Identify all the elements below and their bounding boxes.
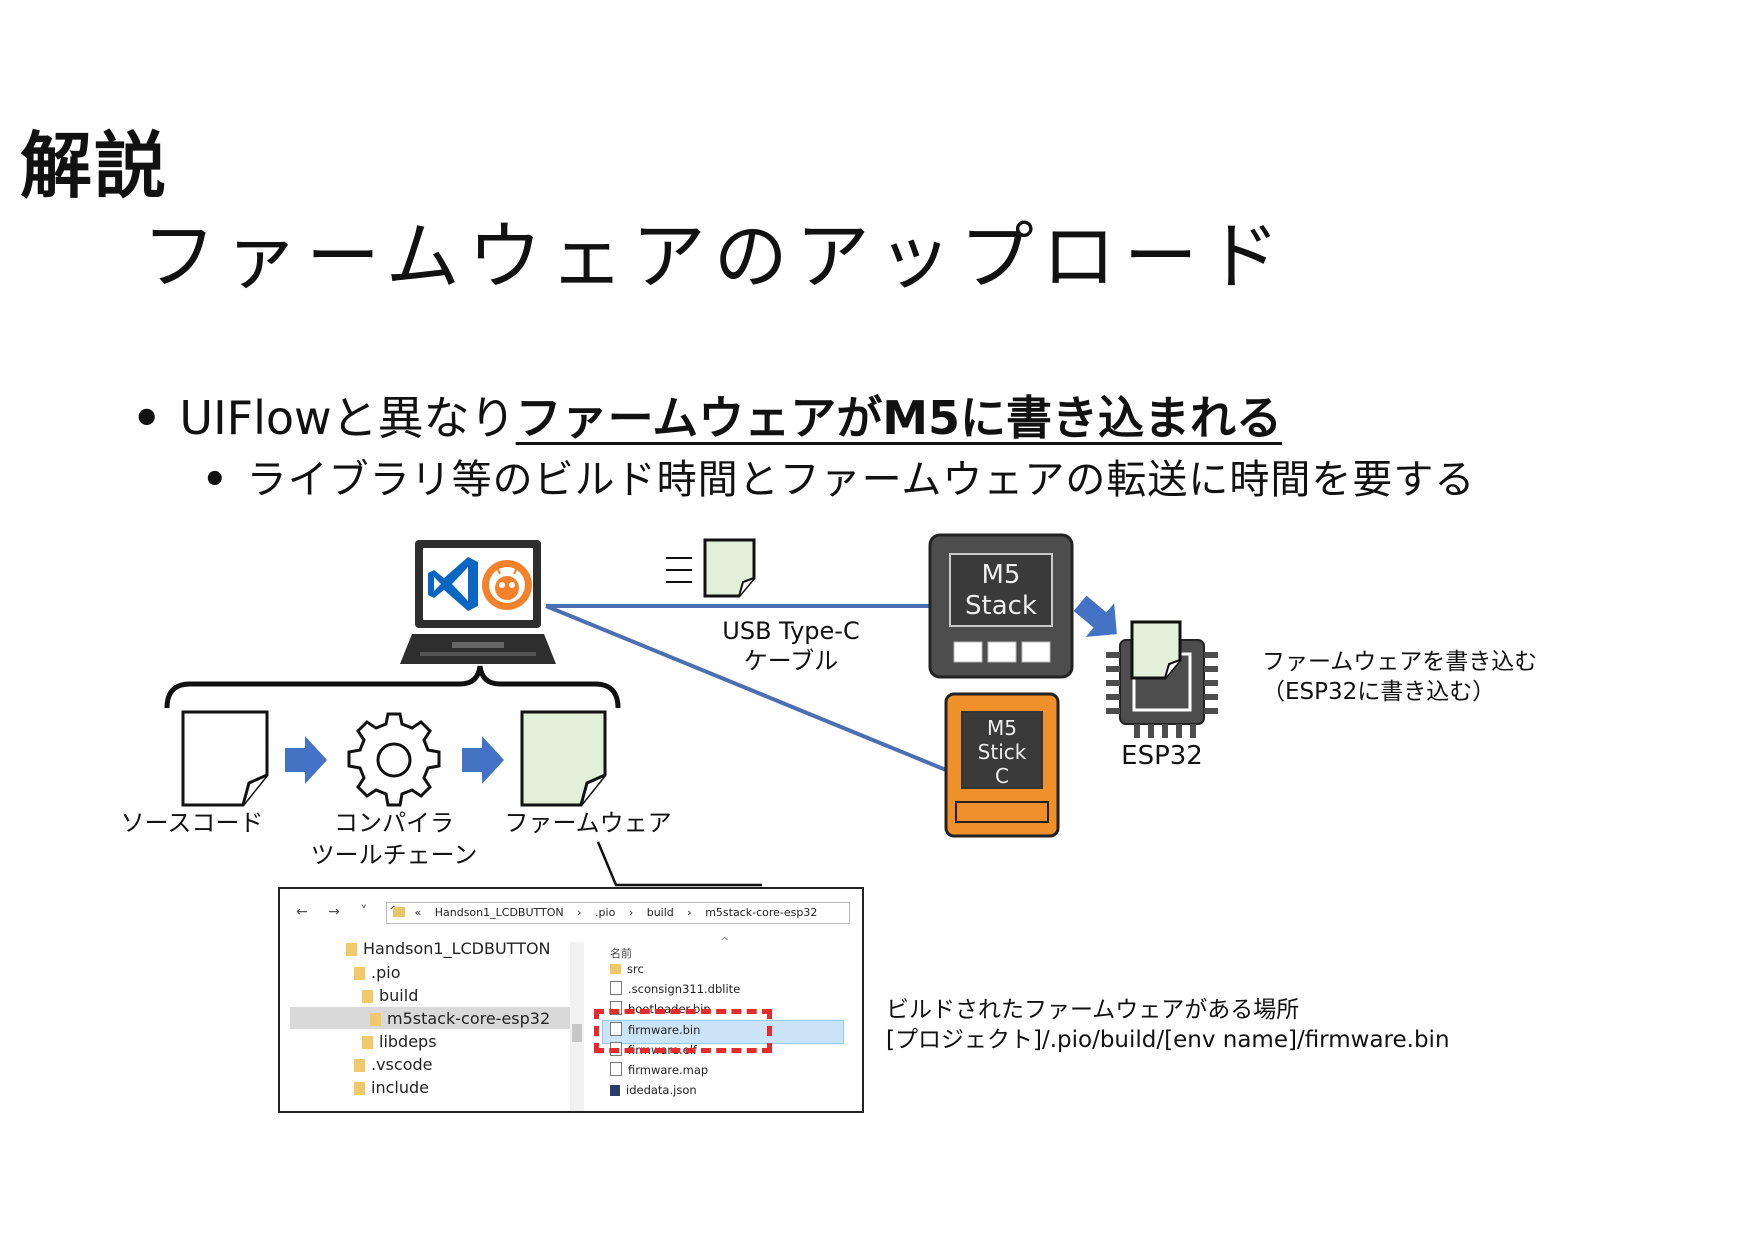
tree-item[interactable]: build: [362, 986, 418, 1006]
tree-selected-row: [290, 1007, 570, 1029]
file-icon: [610, 1022, 622, 1036]
path-segment[interactable]: m5stack-core-esp32: [705, 906, 818, 919]
slide-title: ファームウェアのアップロード: [142, 214, 1288, 300]
bullet-dot: •: [202, 457, 229, 503]
firmware-transfer-icon: [666, 538, 756, 598]
folder-icon: [393, 907, 405, 917]
file-item[interactable]: .sconsign311.dblite: [610, 979, 740, 999]
sort-caret-icon: ^: [720, 935, 730, 948]
firmware-highlight-box: [594, 1009, 772, 1053]
arrow-icon: [462, 736, 504, 784]
m5stickc-label-line1: M5: [987, 716, 1017, 740]
selected-file-row: [602, 1020, 844, 1044]
path-separator: ›: [628, 906, 634, 919]
file-item[interactable]: firmware.map: [610, 1060, 708, 1080]
file-explorer-screenshot: ← → ˅ ↑ « Handson1_LCDBUTTON › .pio › bu…: [278, 887, 864, 1113]
tree-item[interactable]: m5stack-core-esp32: [370, 1009, 550, 1029]
folder-icon: [362, 1036, 373, 1049]
arrow-icon: [285, 736, 327, 784]
label-firmware: ファームウェア: [504, 809, 672, 837]
path-segment[interactable]: Handson1_LCDBUTTON: [434, 906, 564, 919]
path-separator: ›: [577, 906, 582, 919]
tree-item[interactable]: include: [354, 1078, 429, 1098]
write-arrow-icon: [1073, 595, 1117, 637]
file-icon: [610, 1062, 622, 1076]
label-source-code: ソースコード: [120, 809, 264, 837]
tree-item[interactable]: Handson1_LCDBUTTON: [346, 939, 551, 959]
bullet-2: • ライブラリ等のビルド時間とファームウェアの転送に時間を要する: [202, 460, 1475, 500]
folder-icon: [610, 964, 621, 974]
cable-to-m5stickc: [545, 604, 947, 772]
m5stickc-label-line3: C: [995, 764, 1009, 788]
address-bar: ← → ˅ ↑ « Handson1_LCDBUTTON › .pio › bu…: [280, 889, 862, 924]
label-cable-line2: ケーブル: [743, 647, 839, 675]
tree-item[interactable]: .pio: [354, 963, 400, 983]
write-note-line2: （ESP32に書き込む）: [1262, 679, 1496, 705]
file-icon: [610, 981, 622, 995]
bullet-1-emphasis: ファームウェアがM5に書き込まれる: [515, 391, 1283, 445]
callout-pointer: [596, 841, 762, 887]
file-item[interactable]: src: [610, 959, 644, 979]
m5stack-label-line2: Stack: [965, 591, 1037, 621]
bullet-1-prefix: UIFlowと異なり: [179, 391, 516, 445]
m5stickc-label-line2: Stick: [977, 740, 1027, 764]
vscode-icon: [428, 557, 478, 611]
folder-icon: [354, 967, 365, 980]
location-note-line2: [プロジェクト]/.pio/build/[env name]/firmware.…: [886, 1027, 1450, 1053]
m5stack-label-line1: M5: [981, 560, 1021, 590]
path-segment[interactable]: .pio: [595, 906, 616, 919]
firmware-doc-icon: [520, 710, 607, 807]
folder-icon: [370, 1013, 381, 1026]
m5stack-device: [928, 533, 1074, 679]
platformio-icon: [482, 560, 532, 610]
label-esp32: ESP32: [1121, 741, 1203, 771]
path-segment: «: [414, 906, 422, 919]
path-separator: ›: [687, 906, 692, 919]
tree-item[interactable]: libdeps: [362, 1032, 437, 1052]
esp32-chip-icon: [1106, 620, 1218, 738]
path-segment[interactable]: build: [646, 906, 674, 919]
tree-item[interactable]: .vscode: [354, 1055, 432, 1075]
label-compiler-line1: コンパイラ: [334, 809, 454, 837]
source-code-doc-icon: [181, 710, 269, 807]
folder-icon: [346, 943, 357, 956]
label-compiler-line2: ツールチェーン: [310, 841, 478, 869]
bullet-dot: •: [132, 391, 162, 445]
column-header-name[interactable]: 名前: [610, 947, 632, 960]
folder-icon: [354, 1082, 365, 1095]
write-note-line1: ファームウェアを書き込む: [1262, 649, 1538, 675]
slide-heading: 解説: [20, 124, 169, 208]
location-note-line1: ビルドされたファームウェアがある場所: [886, 997, 1300, 1023]
label-cable-line1: USB Type-C: [722, 617, 860, 645]
json-file-icon: [610, 1085, 620, 1096]
folder-icon: [362, 990, 373, 1003]
address-path[interactable]: « Handson1_LCDBUTTON › .pio › build › m5…: [386, 902, 850, 924]
file-item[interactable]: idedata.json: [610, 1080, 697, 1100]
bullet-2-text: ライブラリ等のビルド時間とファームウェアの転送に時間を要する: [246, 457, 1476, 503]
scrollbar-thumb[interactable]: [572, 1024, 582, 1042]
file-item-firmware-bin[interactable]: firmware.bin: [610, 1020, 700, 1040]
nav-buttons[interactable]: ← → ˅ ↑: [296, 904, 408, 920]
grouping-brace: [164, 665, 621, 709]
gear-icon: [347, 712, 441, 807]
bullet-1: •UIFlowと異なりファームウェアがM5に書き込まれる: [132, 395, 1282, 441]
folder-icon: [354, 1059, 365, 1072]
m5stickc-device: [944, 692, 1060, 838]
tree-scrollbar[interactable]: [570, 942, 584, 1111]
